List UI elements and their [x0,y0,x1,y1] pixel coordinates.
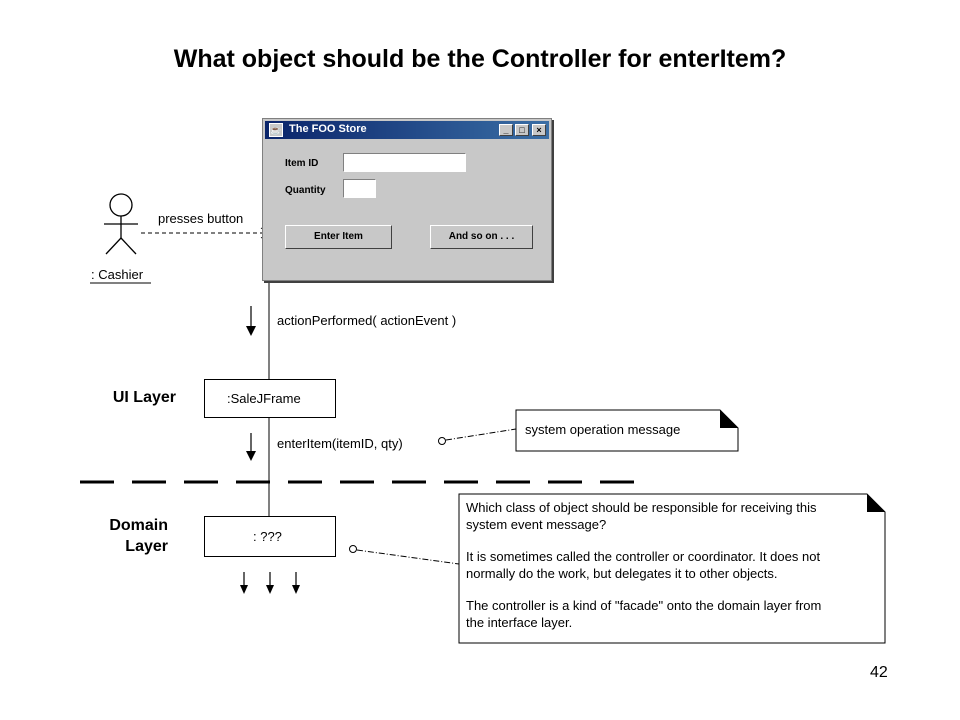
domain-layer-label-line1: Domain [109,517,168,534]
item-id-field[interactable] [343,153,466,172]
note-question-line2: system event message? [466,516,607,532]
presses-button-label: presses button [158,211,244,226]
window-titlebar: ☕ The FOO Store _ □ × [265,121,549,139]
sale-jframe-box: :SaleJFrame [204,379,336,418]
cashier-actor-icon [104,193,138,255]
controller-note-shape [458,493,886,644]
controller-note-connector [349,545,460,565]
unknown-controller-box: : ??? [204,516,336,557]
note-facade-line2: the interface layer. [466,614,573,630]
item-id-label: Item ID [285,158,319,169]
and-so-on-button[interactable]: And so on . . . [430,225,533,249]
quantity-field[interactable] [343,179,376,198]
domain-layer-label-line2: Layer [125,538,168,555]
maximize-icon[interactable]: □ [515,124,529,136]
page-number: 42 [870,664,888,681]
system-op-note-text: system operation message [525,422,681,437]
close-icon[interactable]: × [532,124,546,136]
cashier-label: : Cashier [91,267,144,282]
system-op-note-connector [438,428,517,445]
note-question-line1: Which class of object should be responsi… [466,500,817,515]
delegation-arrows [240,572,300,594]
action-performed-arrow [246,306,256,336]
window-title: The FOO Store [289,123,367,135]
note-facade-line1: The controller is a kind of "facade" ont… [466,598,822,613]
slide-title: What object should be the Controller for… [173,45,787,73]
enter-item-button[interactable]: Enter Item [285,225,392,249]
quantity-label: Quantity [285,185,326,196]
sale-jframe-label: :SaleJFrame [227,391,301,406]
ui-layer-label: UI Layer [112,389,176,406]
enter-item-arrow [246,433,256,461]
foo-store-window: ☕ The FOO Store _ □ × Item ID Quantity E… [262,118,552,281]
action-performed-label: actionPerformed( actionEvent ) [277,313,457,328]
note-controller-line2: normally do the work, but delegates it t… [466,565,778,581]
enter-item-label: enterItem(itemID, qty) [277,436,403,451]
java-cup-icon: ☕ [269,123,283,137]
unknown-controller-label: : ??? [253,529,282,544]
controller-note-text: Which class of object should be responsi… [466,500,876,631]
note-controller-line1: It is sometimes called the controller or… [466,549,821,564]
system-op-note-shape [515,409,739,452]
minimize-icon[interactable]: _ [499,124,513,136]
